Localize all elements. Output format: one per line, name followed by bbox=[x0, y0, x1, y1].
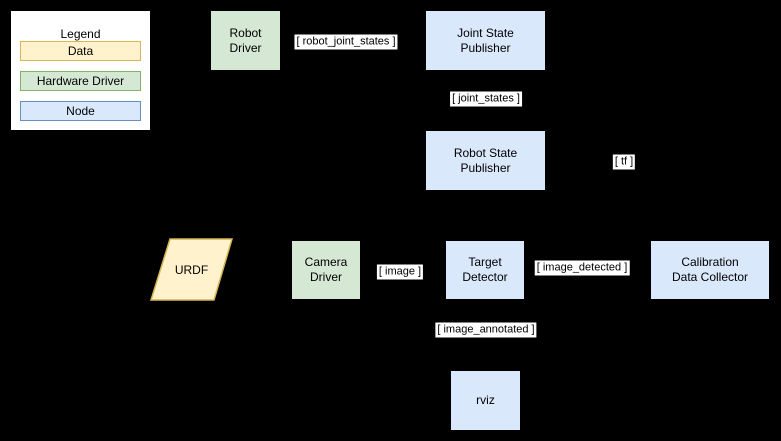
legend-item-data: Data bbox=[20, 41, 141, 61]
legend-title: Legend bbox=[60, 27, 101, 41]
node-robot-state-publisher: Robot State Publisher bbox=[425, 130, 546, 191]
node-calibration-data-collector: Calibration Data Collector bbox=[650, 240, 770, 300]
legend-item-node-label: Node bbox=[66, 104, 95, 118]
topic-robot-joint-states: [ robot_joint_states ] bbox=[294, 34, 398, 50]
topic-joint-states: [ joint_states ] bbox=[450, 91, 522, 107]
topic-image: [ image ] bbox=[376, 264, 424, 280]
legend-item-hardware-driver-label: Hardware Driver bbox=[36, 74, 125, 88]
topic-image-detected: [ image_detected ] bbox=[534, 260, 630, 276]
parallelogram-shape-icon bbox=[150, 238, 233, 301]
legend-panel: Legend Data Hardware Driver Node bbox=[11, 11, 150, 130]
legend-item-hardware-driver: Hardware Driver bbox=[20, 71, 141, 91]
legend-item-data-label: Data bbox=[67, 44, 94, 58]
topic-image-annotated: [ image_annotated ] bbox=[435, 322, 537, 338]
node-urdf: URDF bbox=[150, 238, 233, 301]
node-joint-state-publisher: Joint State Publisher bbox=[425, 10, 546, 71]
legend-item-node: Node bbox=[20, 101, 141, 121]
node-robot-driver: Robot Driver bbox=[210, 10, 281, 71]
topic-tf: [ tf ] bbox=[612, 154, 636, 170]
node-camera-driver: Camera Driver bbox=[291, 240, 361, 300]
node-rviz: rviz bbox=[450, 370, 521, 431]
node-target-detector: Target Detector bbox=[445, 240, 525, 300]
node-urdf-label: URDF bbox=[174, 262, 209, 277]
